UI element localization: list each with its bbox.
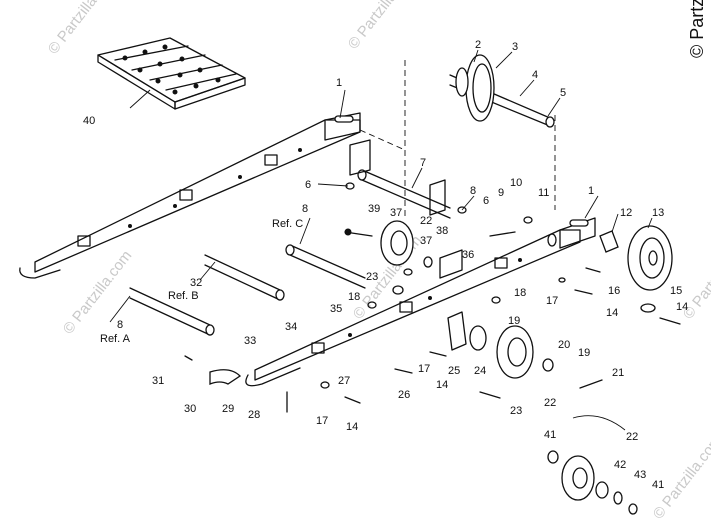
watermarks: © Partzilla.com © Partzilla.com © Partzi… (45, 0, 711, 522)
callout-42: 42 (614, 459, 626, 471)
callout-14: 14 (346, 421, 358, 433)
callout-26: 26 (398, 389, 410, 401)
watermark-corner: © Partzilla (687, 0, 707, 58)
callout-36: 36 (462, 249, 474, 261)
callout-14: 14 (436, 379, 448, 391)
callout-23: 23 (366, 271, 378, 283)
watermark: © Partzilla.com (345, 0, 421, 52)
callout-34: 34 (285, 321, 297, 333)
callout-2: 2 (475, 39, 481, 51)
callout-4: 4 (532, 69, 538, 81)
callout-6: 6 (305, 179, 311, 191)
callout-41: 41 (544, 429, 556, 441)
callout-33: 33 (244, 335, 256, 347)
watermark: © Partzilla.com (60, 247, 136, 337)
callout-28: 28 (248, 409, 260, 421)
callout-18: 18 (348, 291, 360, 303)
callout-21: 21 (612, 367, 624, 379)
callout-20: 20 (558, 339, 570, 351)
callout-37: 37 (420, 235, 432, 247)
callout-7: 7 (420, 157, 426, 169)
callout-6: 6 (483, 195, 489, 207)
callout-12: 12 (620, 207, 632, 219)
callout-41: 41 (652, 479, 664, 491)
callouts: 1 1 2 3 4 5 6 6 7 8 8 8 9 10 11 12 13 14… (83, 39, 688, 491)
callout-19: 19 (578, 347, 590, 359)
callout-1: 1 (588, 185, 594, 197)
track-grip-pad (97, 37, 246, 110)
callout-24: 24 (474, 365, 486, 377)
callout-40: 40 (83, 115, 95, 127)
callout-13: 13 (652, 207, 664, 219)
rear-idler-wheel (449, 54, 555, 128)
watermark: © Partzilla.com (45, 0, 121, 57)
right-idler-wheel (599, 225, 681, 325)
cross-shafts (129, 244, 366, 336)
right-slide-rail (19, 112, 361, 279)
callout-17: 17 (418, 363, 430, 375)
callout-31: 31 (152, 375, 164, 387)
callout-17: 17 (316, 415, 328, 427)
callout-27: 27 (338, 375, 350, 387)
reference-line (359, 129, 406, 151)
callout-43: 43 (634, 469, 646, 481)
callout-17: 17 (546, 295, 558, 307)
watermark: © Partzilla.com (650, 432, 711, 522)
callout-37: 37 (390, 207, 402, 219)
callout-11: 11 (538, 187, 549, 199)
callout-18: 18 (514, 287, 526, 299)
callout-1: 1 (336, 77, 342, 89)
callout-19: 19 (508, 315, 520, 327)
callout-14: 14 (606, 307, 618, 319)
callout-29: 29 (222, 403, 234, 415)
wheel-assembly-22 (547, 415, 638, 515)
reference-a: Ref. A (100, 333, 131, 345)
left-slide-rail (245, 217, 596, 387)
callout-14: 14 (676, 301, 688, 313)
callout-22: 22 (420, 215, 432, 227)
callout-8: 8 (302, 203, 308, 215)
leader-lines (109, 49, 653, 323)
callout-22: 22 (626, 431, 638, 443)
callout-3: 3 (512, 41, 518, 53)
callout-39: 39 (368, 203, 380, 215)
callout-23: 23 (510, 405, 522, 417)
callout-38: 38 (436, 225, 448, 237)
callout-15: 15 (670, 285, 682, 297)
callout-8: 8 (117, 319, 123, 331)
callout-5: 5 (560, 87, 566, 99)
center-wheel (344, 220, 463, 279)
callout-22: 22 (544, 397, 556, 409)
callout-10: 10 (510, 177, 522, 189)
callout-30: 30 (184, 403, 196, 415)
callout-9: 9 (498, 187, 504, 199)
callout-32: 32 (190, 277, 202, 289)
shaft-7 (349, 139, 451, 219)
callout-8: 8 (470, 185, 476, 197)
callout-35: 35 (330, 303, 342, 315)
reference-b: Ref. B (168, 290, 199, 302)
lower-idler-wheel (447, 311, 603, 399)
hardware (184, 182, 601, 413)
reference-c: Ref. C (272, 218, 303, 230)
callout-25: 25 (448, 365, 460, 377)
callout-16: 16 (608, 285, 620, 297)
